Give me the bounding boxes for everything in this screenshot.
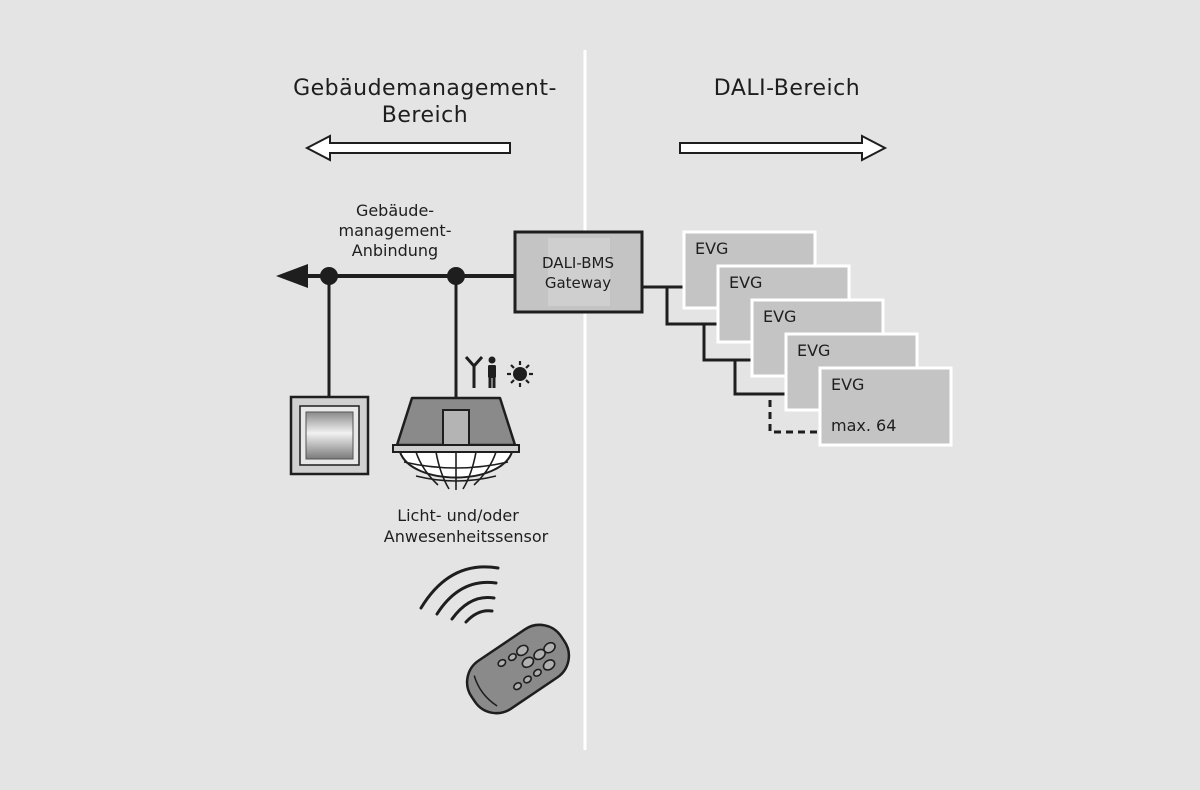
sensor-label-line1: Licht- und/oder [397, 506, 519, 525]
right-arrow-icon [679, 134, 888, 162]
connection-label-line3: Anbindung [352, 241, 438, 260]
dali-bus-lines [642, 285, 820, 434]
evg-device-5: EVG max. 64 [818, 366, 953, 447]
ceiling-sensor-icon [392, 396, 520, 490]
connection-label-line1: Gebäude- [356, 201, 434, 220]
evg-label: EVG [695, 239, 728, 258]
person-icon [488, 356, 496, 388]
evg-label: EVG [831, 375, 864, 394]
evg-label: EVG [763, 307, 796, 326]
evg-label: EVG [729, 273, 762, 292]
gateway-label-line1: DALI-BMS [542, 254, 614, 272]
max-devices-label: max. 64 [831, 416, 896, 435]
gateway-box: DALI-BMS Gateway [513, 230, 644, 314]
sun-icon [507, 361, 533, 387]
sensor-label-line2: Anwesenheitssensor [384, 527, 549, 546]
bus-arrow-icon [276, 264, 308, 288]
evg-label: EVG [797, 341, 830, 360]
connection-label-line2: management- [339, 221, 452, 240]
gateway-label-line2: Gateway [545, 274, 611, 292]
left-region-title-line2: Bereich [382, 103, 468, 128]
left-arrow-icon [304, 134, 511, 162]
left-region-title-line1: Gebäudemanagement- [293, 76, 557, 101]
remote-control-icon [465, 623, 571, 715]
wall-switch-icon [289, 395, 370, 476]
wireless-signal-icon [419, 565, 500, 624]
antenna-icon [464, 356, 484, 388]
right-region-title: DALI-Bereich [714, 76, 860, 101]
